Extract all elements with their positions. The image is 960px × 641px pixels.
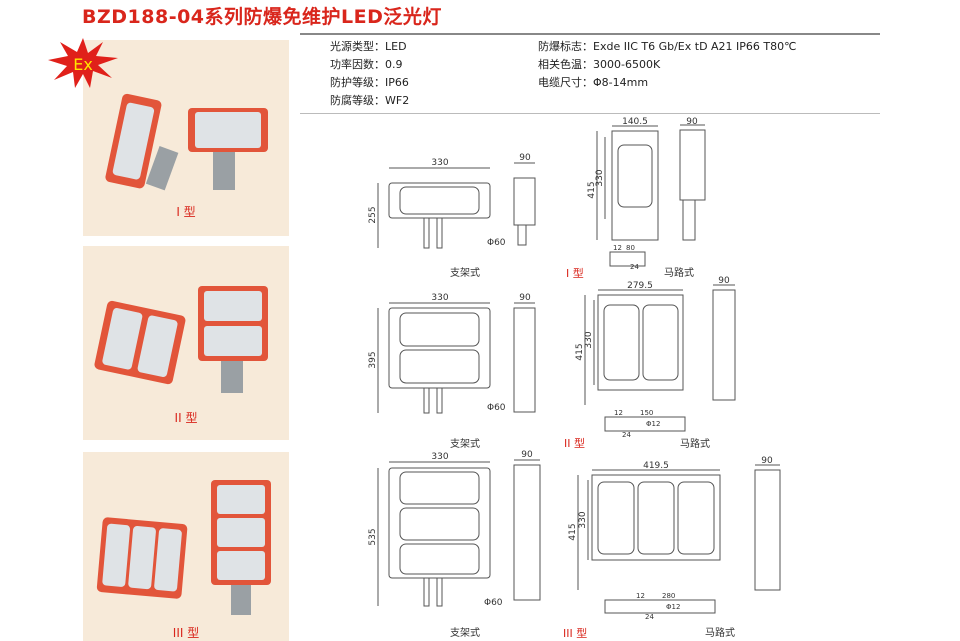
dim-2-mount-hole: Φ12 — [646, 420, 660, 428]
dim-2-street-width: 279.5 — [627, 281, 653, 291]
dim-2-mount-b: 150 — [640, 409, 653, 417]
dim-3-street-total: 415 — [568, 523, 578, 540]
type-label-3: III 型 — [172, 626, 200, 640]
dim-2-mount-c: 24 — [622, 431, 631, 439]
dim-1-bracket-depth: 90 — [519, 153, 531, 163]
label-2-bracket: 支架式 — [450, 437, 480, 450]
dim-1-mount-c: 24 — [630, 263, 639, 271]
type-label-2: II 型 — [174, 411, 198, 425]
product-image-type-2 — [94, 286, 268, 393]
page-title: BZD188-04系列防爆免维护LED泛光灯 — [82, 6, 442, 28]
label-2-street: 马路式 — [680, 437, 710, 450]
label-2-type: II 型 — [564, 436, 585, 450]
dim-2-bracket-height: 395 — [368, 351, 378, 368]
spec-divider — [300, 33, 880, 35]
product-image-type-3 — [96, 480, 271, 615]
dim-1-mount-b: 80 — [626, 244, 635, 252]
ex-badge-text: Ex — [73, 55, 93, 74]
spec-anticorrosion: 防腐等级：WF2 — [330, 94, 410, 107]
spec-cable-size: 电缆尺寸：Φ8-14mm — [538, 76, 649, 89]
section-divider — [300, 113, 880, 114]
dim-3-street-depth: 90 — [761, 456, 773, 466]
dim-3-mount-c: 24 — [645, 613, 654, 621]
dim-3-street-body: 330 — [578, 511, 588, 528]
dim-2-bracket-depth: 90 — [519, 293, 531, 303]
specs-left: 光源类型：LED 功率因数：0.9 防护等级：IP66 防腐等级：WF2 — [330, 38, 409, 110]
product-image-type-1 — [105, 93, 268, 191]
dim-2-bracket-width: 330 — [431, 293, 448, 303]
spec-power-factor: 功率因数：0.9 — [330, 58, 403, 71]
spec-ex-marking: 防爆标志：Exde IIC T6 Gb/Ex tD A21 IP66 T80℃ — [538, 40, 797, 53]
dim-1-street-body: 330 — [595, 169, 605, 186]
dim-2-street-total: 415 — [575, 343, 585, 360]
dim-1-pole: Φ60 — [487, 238, 506, 248]
dim-2-street-body: 330 — [584, 331, 594, 348]
dim-1-street-width: 140.5 — [622, 117, 648, 127]
dim-3-bracket-width: 330 — [431, 452, 448, 462]
label-1-bracket: 支架式 — [450, 266, 480, 279]
product-panel-type-2: II 型 — [83, 246, 289, 440]
spec-color-temp: 相关色温：3000-6500K — [538, 58, 661, 71]
product-panel-type-1: I 型 — [83, 40, 289, 236]
dim-3-street-width: 419.5 — [643, 461, 669, 471]
label-1-type: I 型 — [566, 266, 584, 280]
dim-3-mount-hole: Φ12 — [666, 603, 680, 611]
dim-2-mount-a: 12 — [614, 409, 623, 417]
spec-light-source: 光源类型：LED — [330, 40, 407, 53]
dim-1-street-total: 415 — [587, 181, 597, 198]
label-1-street: 马路式 — [664, 266, 694, 279]
specs-right: 防爆标志：Exde IIC T6 Gb/Ex tD A21 IP66 T80℃ … — [538, 38, 797, 92]
dim-3-mount-b: 280 — [662, 592, 675, 600]
dim-1-mount-a: 12 — [613, 244, 622, 252]
dim-1-bracket-height: 255 — [368, 206, 378, 223]
dim-2-pole: Φ60 — [487, 403, 506, 413]
dim-3-bracket-depth: 90 — [521, 450, 533, 460]
dim-3-mount-a: 12 — [636, 592, 645, 600]
dim-1-bracket-width: 330 — [431, 158, 448, 168]
dim-1-street-depth: 90 — [686, 117, 698, 127]
label-3-bracket: 支架式 — [450, 626, 480, 639]
label-3-street: 马路式 — [705, 626, 735, 639]
type-label-1: I 型 — [176, 205, 196, 219]
dim-3-pole: Φ60 — [484, 598, 503, 608]
product-panel-type-3: III 型 — [83, 452, 289, 641]
ex-explosion-badge: Ex — [48, 38, 118, 88]
label-3-type: III 型 — [563, 626, 587, 640]
dim-3-bracket-height: 535 — [368, 528, 378, 545]
spec-ip-rating: 防护等级：IP66 — [330, 76, 409, 89]
dim-2-street-depth: 90 — [718, 276, 730, 286]
